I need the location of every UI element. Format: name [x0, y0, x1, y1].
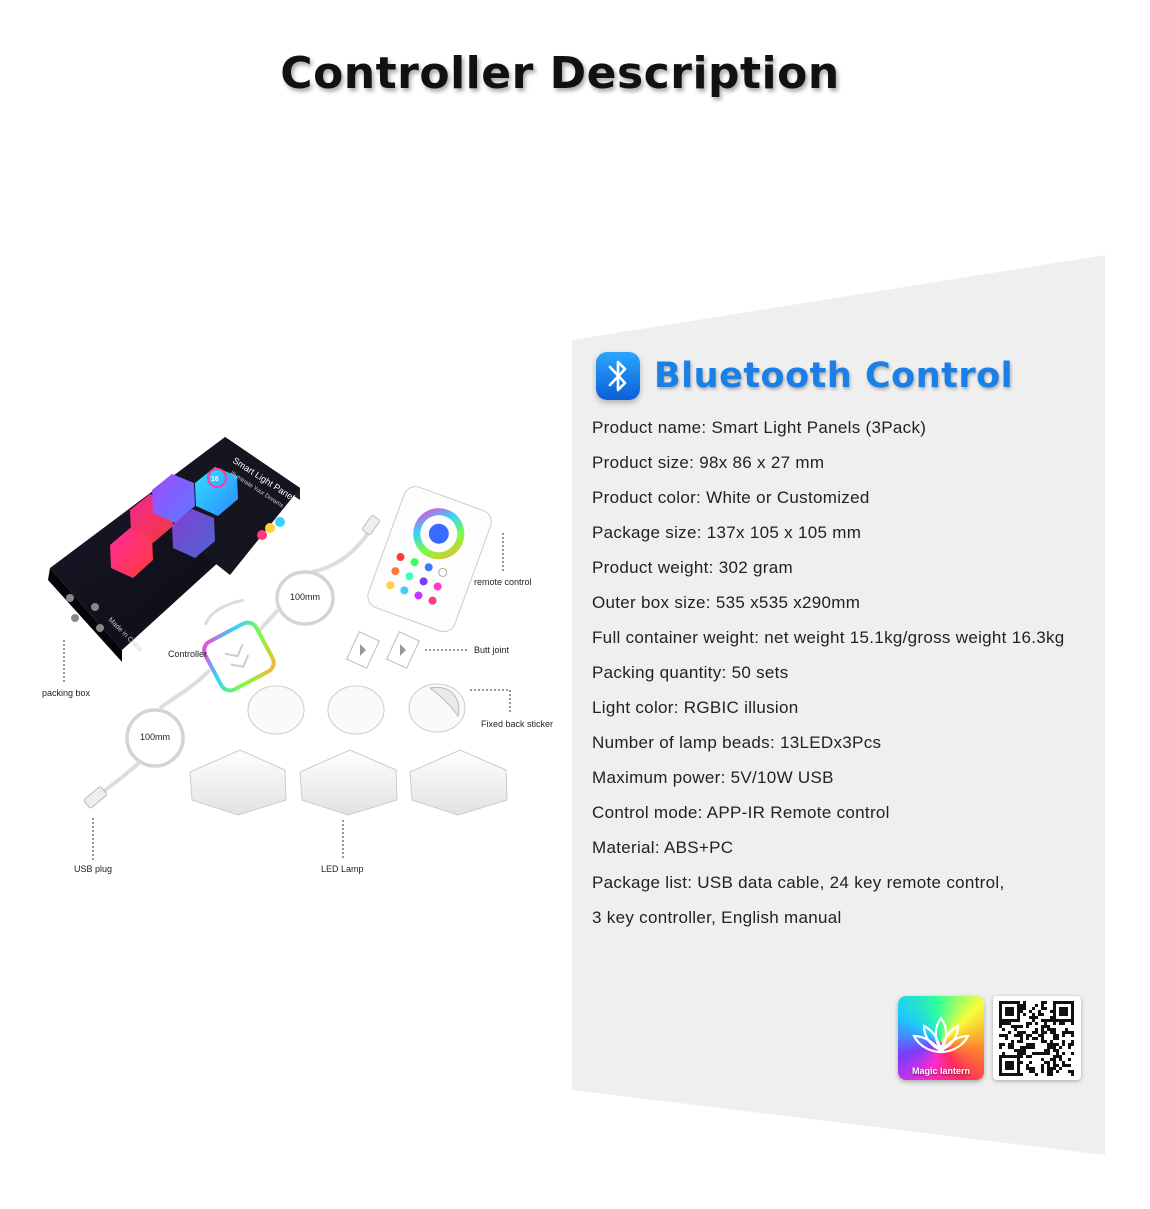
controller-device [202, 620, 276, 693]
product-illustration: Smart Light Panels Illuminate Your Dream… [48, 437, 511, 860]
usb-plug-label: USB plug [74, 864, 113, 874]
spec-item: Packing quantity: 50 sets [592, 663, 789, 682]
remote-control-label: remote control [474, 577, 532, 587]
box-badge-text: 16 [211, 476, 219, 483]
spec-item: Full container weight: net weight 15.1kg… [592, 628, 1065, 647]
spec-item: Package size: 137x 105 x 105 mm [592, 523, 862, 542]
app-name: Magic lantern [911, 1066, 970, 1076]
spec-list: Product name: Smart Light Panels (3Pack)… [592, 410, 1132, 935]
packing-box-label: packing box [42, 688, 91, 698]
bluetooth-icon [596, 352, 640, 400]
spec-item: Product size: 98x 86 x 27 mm [592, 453, 825, 472]
fixed-back-sticker-label: Fixed back sticker [481, 719, 554, 729]
spec-item: Material: ABS+PC [592, 838, 734, 857]
app-logo: Magic lantern [898, 996, 984, 1080]
butt-joints [346, 631, 420, 669]
cable-length-label-bottom: 100mm [140, 732, 171, 742]
qr-code [993, 996, 1081, 1080]
spec-item: Outer box size: 535 x535 x290mm [592, 593, 861, 612]
packing-box [48, 437, 300, 662]
page-title: Controller Description [280, 48, 840, 99]
butt-joint-label: Butt joint [474, 645, 510, 655]
led-lamps [189, 749, 508, 816]
controller-label: Controller [168, 649, 208, 659]
spec-item: Control mode: APP-IR Remote control [592, 803, 890, 822]
cable-length-label-top: 100mm [290, 592, 321, 602]
lotus-icon [912, 1016, 970, 1054]
spec-item: Product color: White or Customized [592, 488, 870, 507]
spec-item: Product weight: 302 gram [592, 558, 793, 577]
led-lamp-label: LED Lamp [321, 864, 364, 874]
spec-item: Package list: USB data cable, 24 key rem… [592, 873, 1005, 892]
spec-item: Light color: RGBIC illusion [592, 698, 799, 717]
spec-item: Maximum power: 5V/10W USB [592, 768, 834, 787]
remote-control [367, 486, 492, 633]
spec-item: 3 key controller, English manual [592, 908, 842, 927]
section-title: Bluetooth Control [654, 356, 1014, 396]
spec-item: Number of lamp beads: 13LEDx3Pcs [592, 733, 882, 752]
spec-item: Product name: Smart Light Panels (3Pack) [592, 418, 927, 437]
